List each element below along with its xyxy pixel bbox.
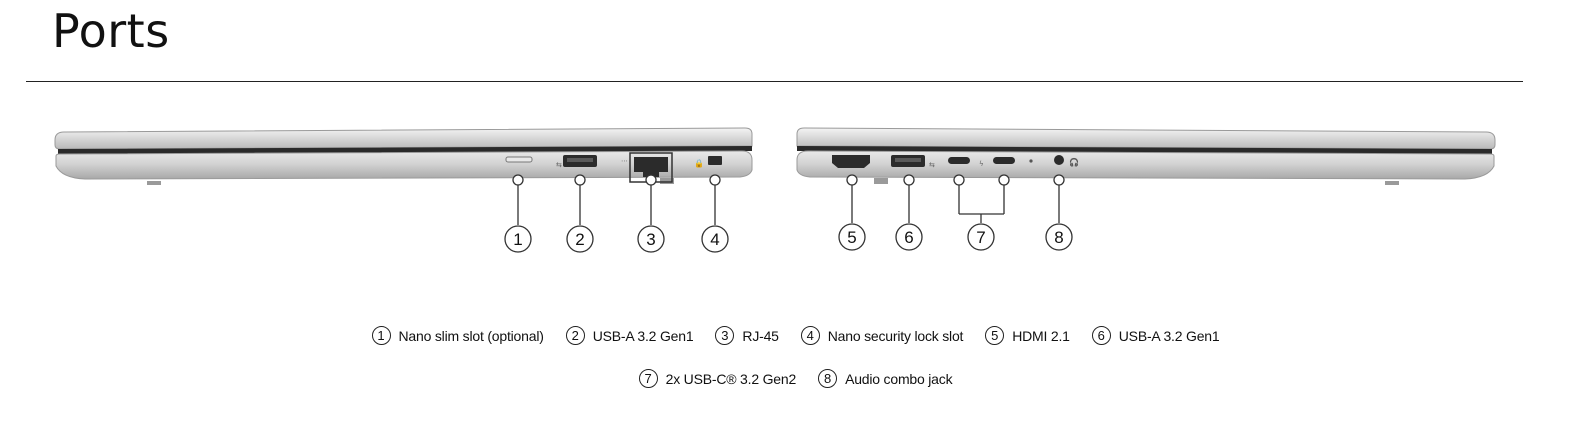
laptop-left-side: ⇆ ⋯ 🔒 (54, 127, 753, 185)
legend-label: HDMI 2.1 (1012, 327, 1070, 344)
left-hinge-gap (58, 146, 752, 154)
callout-leaders (512, 174, 1065, 225)
legend-item: 5 HDMI 2.1 (985, 326, 1070, 345)
legend-number: 5 (985, 326, 1005, 345)
indicator-light (1029, 159, 1033, 163)
callout-5-label: 5 (847, 228, 856, 247)
callout-1-label: 1 (513, 230, 522, 249)
right-lid (796, 127, 1496, 150)
svg-text:⇆: ⇆ (556, 161, 562, 169)
callout-4-label: 4 (710, 230, 719, 249)
svg-text:⋯: ⋯ (621, 157, 628, 165)
audio-jack-port (1054, 155, 1064, 165)
callout-7: 7 (967, 223, 995, 251)
legend-item: 4 Nano security lock slot (800, 326, 964, 345)
legend-label: Audio combo jack (845, 370, 953, 387)
left-foot-1 (147, 181, 161, 185)
legend-label: USB-A 3.2 Gen1 (592, 327, 694, 344)
legend-number: 4 (800, 326, 820, 345)
right-foot-1 (874, 178, 888, 184)
callout-8: 8 (1045, 223, 1073, 251)
legend-label: Nano slim slot (optional) (398, 327, 544, 344)
legend-item: 2 USB-A 3.2 Gen1 (565, 326, 694, 345)
legend-item: 8 Audio combo jack (818, 369, 953, 388)
rj45-port (629, 152, 673, 183)
legend-number: 1 (371, 326, 391, 345)
right-hinge-gap (797, 146, 1492, 154)
legend-row-1: 1 Nano slim slot (optional) 2 USB-A 3.2 … (0, 326, 1591, 345)
title-divider (26, 81, 1523, 82)
nano-slim-slot-port (505, 156, 533, 163)
legend-label: RJ-45 (742, 327, 779, 344)
hdmi-port (832, 155, 870, 168)
usb-c-port-2 (993, 157, 1015, 164)
right-foot-2 (1385, 181, 1399, 185)
laptop-right-side: ⇆ ϟ 🎧 (796, 127, 1496, 185)
svg-text:ϟ: ϟ (979, 160, 984, 168)
legend-item: 7 2x USB-C® 3.2 Gen2 (638, 369, 797, 388)
legend-label: USB-A 3.2 Gen1 (1118, 327, 1220, 344)
legend-item: 1 Nano slim slot (optional) (371, 326, 544, 345)
security-lock-slot (708, 156, 722, 165)
legend-label: 2x USB-C® 3.2 Gen2 (665, 370, 797, 387)
right-base (796, 150, 1495, 180)
svg-text:🎧: 🎧 (1069, 157, 1079, 167)
callout-numbers: 1 2 3 4 5 6 7 8 (504, 223, 1073, 253)
legend-row-2: 7 2x USB-C® 3.2 Gen2 8 Audio combo jack (0, 369, 1591, 388)
callout-3-label: 3 (646, 230, 655, 249)
callout-2: 2 (566, 225, 594, 253)
page-title: Ports (52, 4, 170, 58)
usb-c-port-1 (948, 157, 970, 164)
legend-number: 8 (818, 369, 838, 388)
legend-number: 6 (1091, 326, 1111, 345)
legend-label: Nano security lock slot (827, 327, 964, 344)
legend-number: 2 (565, 326, 585, 345)
callout-1: 1 (504, 225, 532, 253)
callout-4: 4 (701, 225, 729, 253)
svg-text:⇆: ⇆ (929, 161, 935, 169)
legend-number: 3 (715, 326, 735, 345)
callout-8-label: 8 (1054, 228, 1063, 247)
legend-number: 7 (638, 369, 658, 388)
callout-6: 6 (895, 223, 923, 251)
ports-diagram: ⇆ ⋯ 🔒 ⇆ ϟ 🎧 (54, 127, 1496, 253)
svg-text:🔒: 🔒 (694, 159, 704, 168)
left-foot-2 (660, 178, 674, 184)
callout-2-label: 2 (575, 230, 584, 249)
callout-3: 3 (637, 225, 665, 253)
left-lid (54, 127, 753, 150)
callout-7-label: 7 (976, 228, 985, 247)
callout-6-label: 6 (904, 228, 913, 247)
callout-5: 5 (838, 223, 866, 251)
legend-item: 3 RJ-45 (715, 326, 779, 345)
legend-item: 6 USB-A 3.2 Gen1 (1091, 326, 1220, 345)
